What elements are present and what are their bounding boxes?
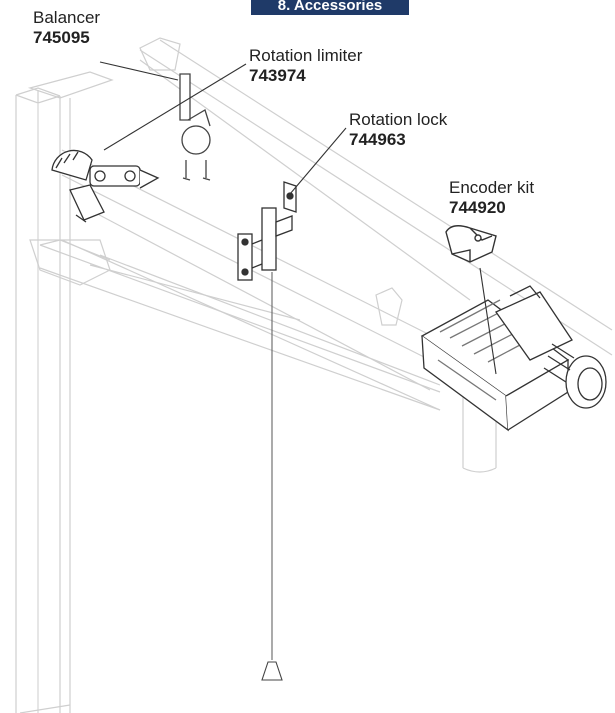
leader-rotation-lock (289, 127, 347, 195)
leader-balancer (99, 61, 179, 81)
callout-code: 745095 (33, 28, 90, 47)
callout-code: 743974 (249, 66, 306, 85)
encoder-housing (420, 299, 570, 432)
leader-rotation-limiter (103, 63, 247, 151)
balancer-unit (179, 73, 211, 181)
motor (495, 285, 607, 409)
callout-balancer: Balancer 745095 (33, 8, 100, 48)
callout-code: 744963 (349, 130, 406, 149)
leader-encoder-kit (479, 267, 497, 375)
callout-encoder-kit: Encoder kit 744920 (449, 178, 534, 218)
callout-rotation-lock: Rotation lock 744963 (349, 110, 447, 150)
pull-cord (261, 272, 283, 681)
rotation-lock-unit (237, 181, 297, 281)
section-header: 8. Accessories (251, 0, 409, 15)
callout-name: Rotation limiter (249, 46, 363, 65)
callout-code: 744920 (449, 198, 506, 217)
section-label: 8. Accessories (277, 0, 383, 14)
leader-lines (99, 61, 497, 375)
callout-rotation-limiter: Rotation limiter 743974 (249, 46, 362, 86)
callout-name: Encoder kit (449, 178, 535, 197)
callout-name: Balancer (33, 8, 101, 27)
rotation-limiter-unit (51, 149, 160, 223)
encoder-kit-icon (445, 225, 497, 263)
callout-name: Rotation lock (349, 110, 448, 129)
